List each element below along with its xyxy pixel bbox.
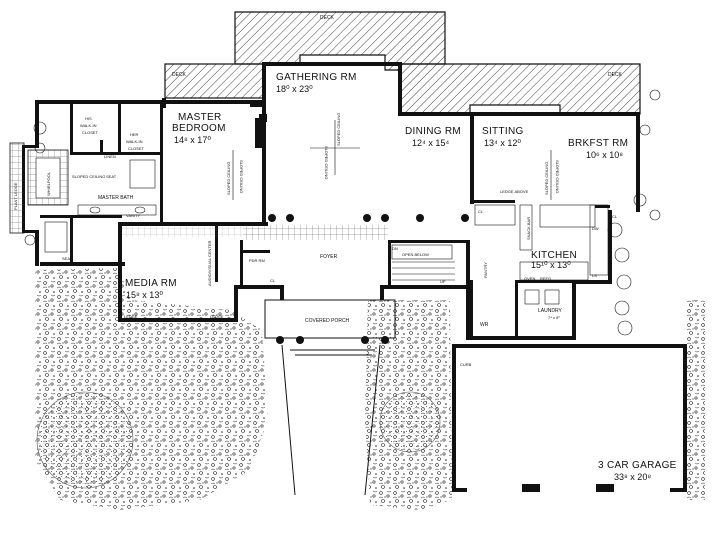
master-bedroom-dims: 14⁸ x 17⁰ (174, 135, 211, 145)
linen-note: LINEN (104, 154, 116, 159)
media-dims: 15⁸ x 13⁰ (126, 290, 163, 300)
sloped-ceiling-bath: SLOPED CEILING (72, 174, 105, 179)
deck-top (234, 11, 446, 71)
foyer-tile (243, 225, 388, 240)
ledge-above-note: LEDGE ABOVE (500, 189, 529, 194)
ls-note: LS (592, 273, 597, 278)
kitchen-label: KITCHEN (531, 250, 577, 261)
sitting-dims: 13⁴ x 12⁰ (484, 138, 521, 148)
curb-note: CURB (460, 362, 472, 367)
media-label: MEDIA RM (125, 278, 177, 289)
porch (264, 299, 396, 496)
tree-canopy (36, 391, 134, 489)
up-note: UP (440, 279, 446, 284)
closet-note-1: CL (478, 209, 484, 214)
sloped-ceiling-a: SLOPED CEILING (324, 146, 329, 179)
vanity-note: VANITY (126, 213, 140, 218)
ledge-note-a: LEDGE (124, 314, 138, 319)
ceiling-markers (232, 120, 552, 200)
snack-bar-note: SNACK BAR (526, 217, 531, 240)
kitchen-dims: 15¹⁰ x 13⁰ (531, 260, 571, 270)
stair (391, 244, 455, 281)
her-closet-l2: WALK-IN (126, 139, 143, 144)
sloped-ceiling-b: SLOPED CEILING (336, 113, 341, 146)
sloped-ceiling-f: SLOPED CEILING (555, 160, 560, 193)
deck-right-label: DECK (608, 72, 623, 78)
interior-walls (40, 104, 610, 340)
garage-label: 3 CAR GARAGE (598, 460, 677, 471)
her-closet-l1: HER (130, 132, 139, 137)
annotation-labels: LINEN SEAT SEAT SLOPED CEILING VANITY PL… (13, 113, 618, 367)
whirlpool-note: WHIRLPOOL (46, 171, 51, 196)
brkfst-label: BRKFST RM (568, 138, 628, 149)
pantry-note: PANTRY (483, 262, 488, 278)
oven-note: OVEN (524, 276, 535, 281)
plant-ledge (9, 142, 25, 234)
tree-canopy (379, 391, 441, 453)
sloped-ceiling-c: SLOPED CEILING (226, 162, 231, 195)
seat-note-1: SEAT (106, 174, 117, 179)
refg-note: REFG (540, 276, 551, 281)
bath-fixtures (44, 159, 157, 253)
sitting-label: SITTING (482, 126, 524, 137)
powder-room-note: PDR RM (249, 258, 265, 263)
master-bedroom-label-2: BEDROOM (172, 123, 226, 134)
audio-center-note: AUDIO/VISUAL CENTER (207, 240, 212, 286)
bc-note: BC (526, 336, 532, 341)
dining-dims: 12⁴ x 15⁴ (412, 138, 449, 148)
sloped-ceiling-d: SLOPED CEILING (239, 160, 244, 193)
wr-note: WR (480, 322, 489, 328)
his-closet-l1: HIS (85, 116, 92, 121)
deck-left (164, 63, 266, 99)
his-closet-l3: CLOSET (82, 130, 99, 135)
ledge-note-b: LEDGE (210, 314, 224, 319)
gathering-label: GATHERING RM (276, 72, 357, 83)
landscaping (24, 89, 705, 510)
foyer-label: FOYER (320, 254, 338, 260)
closet-note-2: CL (270, 278, 276, 283)
dw-note: DW (592, 226, 599, 231)
laundry-label: LAUNDRY (538, 308, 562, 314)
his-closet-l2: WALK-IN (80, 123, 97, 128)
master-bedroom-label-1: MASTER (178, 112, 221, 123)
dn-note: DN (392, 246, 398, 251)
closet-note-3: CL (612, 214, 618, 219)
open-below-note: OPEN BELOW (402, 252, 429, 257)
master-bath-label: MASTER BATH (98, 195, 134, 201)
deck-right (399, 63, 641, 115)
plant-ledge-note: PLANT LEDGE (13, 182, 18, 210)
seat-note-2: SEAT (62, 256, 73, 261)
laundry-dims: 7⁴ x 8⁰ (548, 315, 560, 320)
brkfst-dims: 10⁶ x 10⁸ (586, 150, 623, 160)
sloped-ceiling-e: SLOPED CEILING (544, 162, 549, 195)
gathering-dims: 18⁰ x 23⁰ (276, 84, 313, 94)
dining-label: DINING RM (405, 126, 461, 137)
porch-label: COVERED PORCH (305, 318, 350, 324)
kitchen-counters (474, 204, 609, 305)
deck-left-label: DECK (172, 72, 187, 78)
deck-top-label: DECK (320, 15, 335, 21)
garage-dims: 33⁸ x 20⁸ (614, 472, 651, 482)
room-labels: DECK DECK DECK GATHERING RM 18⁰ x 23⁰ MA… (80, 15, 677, 482)
her-closet-l3: CLOSET (128, 146, 145, 151)
